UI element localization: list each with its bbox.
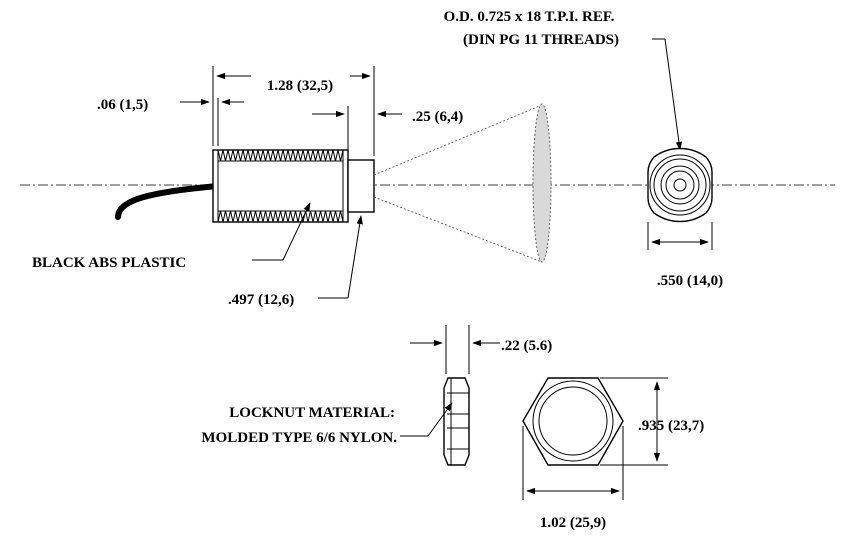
- dimension-tip: .25 (6,4): [312, 106, 463, 156]
- thread-note-line2: (DIN PG 11 THREADS): [463, 32, 619, 48]
- beam-cone: [373, 103, 552, 263]
- dimension-end-flats: .550 (14,0): [647, 222, 723, 289]
- dim-end-flats-label: .550 (14,0): [657, 273, 723, 289]
- locknut-side-view: [443, 377, 470, 466]
- dim-locknut-thickness-label: .22 (5.6): [501, 338, 552, 354]
- material-label: BLACK ABS PLASTIC: [32, 255, 186, 271]
- dim-shoulder-label: .06 (1,5): [97, 97, 148, 113]
- dimension-locknut-thickness: .22 (5.6): [410, 325, 552, 374]
- locknut-material-line2: MOLDED TYPE 6/6 NYLON.: [201, 430, 397, 446]
- dim-length-label: 1.28 (32,5): [267, 78, 333, 94]
- locknut-material-line1: LOCKNUT MATERIAL:: [229, 405, 395, 421]
- sensor-cable: [115, 183, 221, 220]
- thread-note-line1: O.D. 0.725 x 18 T.P.I. REF.: [444, 9, 615, 25]
- tip-diameter-leader: .497 (12,6): [228, 215, 363, 308]
- dimension-length: 1.28 (32,5): [212, 66, 375, 156]
- material-leader: BLACK ABS PLASTIC: [32, 202, 311, 271]
- thread-note: O.D. 0.725 x 18 T.P.I. REF. (DIN PG 11 T…: [444, 9, 683, 151]
- tip-diameter-label: .497 (12,6): [228, 292, 294, 308]
- dim-locknut-across-label: 1.02 (25,9): [540, 515, 606, 531]
- dimension-shoulder: .06 (1,5): [97, 97, 244, 146]
- locknut-material-note: LOCKNUT MATERIAL: MOLDED TYPE 6/6 NYLON.: [201, 402, 453, 446]
- dimension-locknut-flats: .935 (23,7): [600, 377, 704, 466]
- dimension-locknut-across: 1.02 (25,9): [522, 426, 624, 531]
- sensor-end-view: [647, 147, 713, 223]
- locknut-front-view: [522, 377, 624, 466]
- dim-tip-label: .25 (6,4): [412, 109, 463, 125]
- sensor-body: [212, 149, 349, 223]
- sensor-tip: [347, 159, 375, 213]
- dim-locknut-flats-label: .935 (23,7): [638, 418, 704, 434]
